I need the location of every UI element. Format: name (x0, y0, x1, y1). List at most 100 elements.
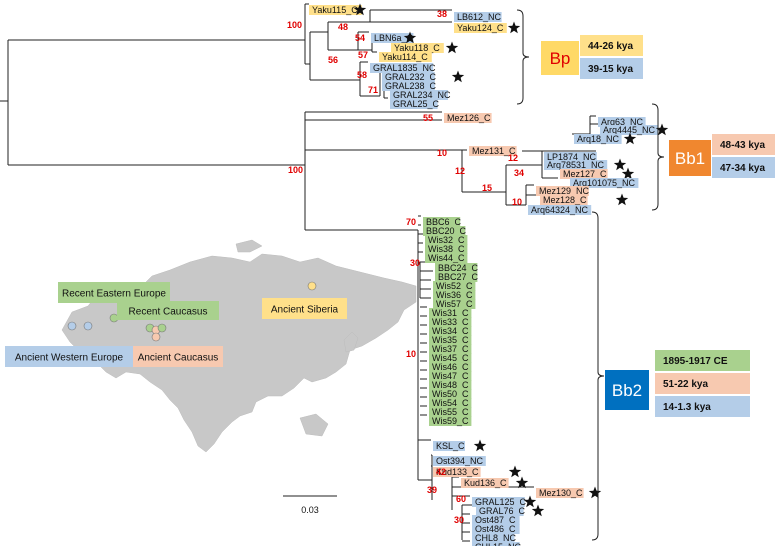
tip-Wis45_C: Wis45_C (429, 353, 472, 363)
bootstrap-value: 38 (437, 9, 447, 19)
bootstrap-value: 10 (512, 197, 522, 207)
age-text: 47-34 kya (720, 163, 765, 174)
tip-label: Wis38_C (428, 244, 465, 254)
tip-Ost486_C: Ost486_C (472, 524, 520, 534)
tip-Wis46_C: Wis46_C (429, 362, 472, 372)
tip-Wis54_C: Wis54_C (429, 398, 472, 408)
tip-label: Wis54_C (432, 398, 469, 408)
tip-highlight (570, 178, 639, 188)
legend-label: Ancient Caucasus (138, 353, 219, 364)
star-icon (531, 504, 545, 517)
bootstrap-value: 56 (328, 55, 338, 65)
tip-highlight (429, 362, 472, 372)
tip-Wis36_C: Wis36_C (433, 290, 476, 300)
bb1-age-0: 48-43 kya (712, 134, 775, 155)
tip-label: Yaku124_C (457, 23, 504, 33)
tip-label: Yaku118_C (394, 43, 440, 53)
bb2-badge: Bb2 (605, 370, 649, 410)
bb1-age-1: 47-34 kya (712, 157, 775, 178)
tip-label: Wis57_C (436, 299, 473, 309)
star-icon (613, 158, 627, 171)
tip-Arq64324_NC: Arq64324_NC (528, 205, 592, 215)
tip-label: Arq4445_NC (603, 125, 656, 135)
tip-label: Arq101075_NC (573, 178, 636, 188)
tip-Wis32_C: Wis32_C (425, 235, 468, 245)
tip-label: Wis46_C (432, 362, 469, 372)
tip-highlight (536, 488, 584, 498)
tip-GRAL232_C: GRAL232_C (382, 70, 465, 83)
tip-Arq4445_NC: Arq4445_NC (600, 123, 669, 136)
bb2-age-1: 51-22 kya (655, 373, 750, 394)
tip-highlight (425, 235, 468, 245)
star-icon (445, 41, 459, 54)
tip-highlight (429, 308, 472, 318)
map-landmass-south (299, 413, 329, 437)
star-icon (508, 465, 522, 478)
legend-box (5, 346, 133, 367)
tip-highlight (454, 12, 502, 22)
sample-location-dot (307, 281, 317, 291)
tip-label: Mez131_C (472, 146, 516, 156)
tip-Wis34_C: Wis34_C (429, 326, 472, 336)
tip-highlight (429, 398, 472, 408)
star-icon (623, 132, 637, 145)
tip-label: Wis36_C (436, 290, 473, 300)
map-island-east (343, 331, 359, 353)
tip-Mez131_C: Mez131_C (469, 146, 517, 156)
tip-Wis31_C: Wis31_C (429, 308, 472, 318)
age-box (655, 350, 750, 371)
age-box (655, 396, 750, 417)
bootstrap-value: 57 (358, 50, 368, 60)
bootstrap-value: 58 (357, 70, 367, 80)
age-text: 14-1.3 kya (663, 402, 711, 413)
tip-Wis33_C: Wis33_C (429, 317, 472, 327)
bootstrap-value: 10 (406, 349, 416, 359)
tip-highlight (528, 205, 592, 215)
tip-highlight (433, 299, 476, 309)
clade-badge-box (669, 140, 711, 176)
bp-age-1: 39-15 kya (580, 58, 643, 79)
tip-GRAL25_C: GRAL25_C (390, 99, 440, 109)
bootstrap-value: 30 (410, 258, 420, 268)
tip-label: Wis44_C (428, 253, 465, 263)
legend-box (133, 346, 223, 367)
tip-highlight (391, 43, 444, 53)
clade-badge-box (541, 41, 579, 75)
tip-BBC27_C: BBC27_C (435, 272, 479, 282)
clade-name: Bp (550, 49, 571, 68)
clade-name: Bb1 (675, 149, 705, 168)
tip-Kud136_C: Kud136_C (461, 476, 529, 489)
tip-label: Kud133_C (436, 467, 479, 477)
tip-highlight (461, 478, 509, 488)
age-box (655, 373, 750, 394)
bootstrap-value: 100 (288, 165, 303, 175)
tip-label: LBN6a_C (374, 33, 414, 43)
tip-label: Wis50_C (432, 389, 469, 399)
tip-highlight (598, 117, 646, 127)
tip-label: CHL8_NC (475, 533, 517, 543)
tip-Mez128_C: Mez128_C (540, 193, 629, 206)
tip-label: LB612_NC (457, 12, 502, 22)
tip-label: Wis32_C (428, 235, 465, 245)
tip-BBC20_C: BBC20_C (423, 226, 467, 236)
legend-box (262, 298, 347, 319)
bootstrap-value: 34 (514, 168, 524, 178)
age-text: 44-26 kya (588, 41, 633, 52)
tip-Ost394_NC: Ost394_NC (433, 456, 486, 466)
scale-bar-label: 0.03 (301, 505, 319, 515)
legend-recent-eastern-europe: Recent Eastern Europe (58, 282, 170, 303)
star-icon (523, 495, 537, 508)
tip-label: CHL15_NC (475, 542, 522, 546)
tip-highlight (371, 33, 414, 43)
star-icon (451, 70, 465, 83)
tip-Arq78531_NC: Arq78531_NC (544, 158, 627, 171)
tip-Yaku114_C: Yaku114_C (379, 52, 432, 62)
tip-BBC6_C: BBC6_C (423, 217, 462, 227)
tip-highlight (472, 515, 520, 525)
tip-highlight (433, 441, 465, 451)
map-island-north (235, 239, 263, 253)
age-text: 51-22 kya (663, 379, 708, 390)
tip-highlight (390, 99, 438, 109)
legend-ancient-siberia: Ancient Siberia (262, 298, 347, 319)
tip-Yaku115_C: Yaku115_C (309, 3, 367, 16)
